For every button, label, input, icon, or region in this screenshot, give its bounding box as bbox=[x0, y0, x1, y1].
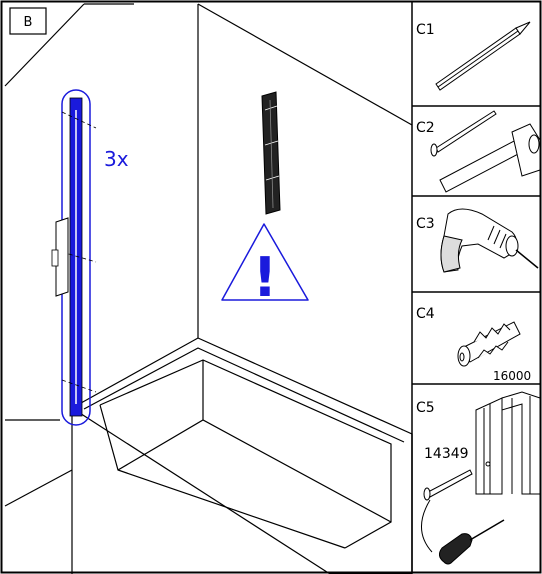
left-wall-top-edge bbox=[4, 3, 85, 87]
panel-label-box bbox=[9, 7, 47, 35]
hammer-icon bbox=[439, 123, 541, 193]
profile-section-front bbox=[475, 397, 503, 495]
tool-label-c4: C4 bbox=[416, 306, 435, 322]
drill-rib-3 bbox=[499, 233, 507, 249]
drill-rib-2 bbox=[493, 229, 501, 245]
guide-dash-2 bbox=[61, 251, 97, 263]
tool-label-c2: C2 bbox=[416, 120, 435, 136]
wall-plug-icon bbox=[457, 321, 521, 367]
wall-plug-ribs-bottom bbox=[477, 341, 509, 359]
profile-icon bbox=[475, 391, 541, 495]
quantity-label: 3x bbox=[104, 147, 129, 171]
warning-symbol: ! bbox=[253, 246, 278, 309]
warning-triangle-icon bbox=[221, 223, 309, 301]
tool-label-c5: C5 bbox=[416, 400, 435, 416]
nail-shaft bbox=[435, 110, 497, 153]
pencil-ridge bbox=[437, 30, 519, 88]
tool-column bbox=[411, 2, 540, 572]
profile-bracket-tab bbox=[51, 249, 59, 267]
seal-strip-line-1 bbox=[264, 105, 278, 111]
panel-label-b: B bbox=[24, 15, 33, 30]
bathtub-inner-far bbox=[99, 359, 392, 549]
tool-label-c1: C1 bbox=[416, 22, 435, 38]
wall-profile-icon bbox=[51, 89, 97, 426]
bathtub-basin-floor bbox=[117, 419, 392, 523]
screwdriver-shaft bbox=[469, 519, 505, 541]
connector-curve bbox=[421, 499, 433, 553]
pencil-icon bbox=[435, 21, 531, 91]
part-number-c5: 14349 bbox=[424, 446, 469, 462]
nail-icon bbox=[430, 110, 497, 157]
wall-plug-body bbox=[461, 321, 521, 363]
hammer-handle bbox=[439, 139, 523, 193]
profile-screw-hole bbox=[485, 461, 491, 467]
tool-label-c3: C3 bbox=[416, 216, 435, 232]
main-panel bbox=[4, 3, 413, 574]
drill-chuck bbox=[505, 235, 519, 257]
drill-grip bbox=[440, 235, 463, 273]
screwdriver-handle bbox=[438, 533, 473, 565]
drill-icon bbox=[440, 208, 539, 273]
seal-strip-edge bbox=[269, 99, 274, 209]
part-number-c4: 16000 bbox=[493, 369, 531, 383]
bathtub-apron-floor bbox=[4, 469, 73, 507]
wall-plug-ribs-top bbox=[473, 323, 511, 343]
guide-dash-1 bbox=[61, 111, 97, 129]
seal-strip-body bbox=[261, 91, 281, 215]
nail-head bbox=[430, 143, 438, 157]
screw-head bbox=[423, 487, 431, 501]
screw-shaft bbox=[427, 469, 473, 498]
guide-dash-3 bbox=[61, 379, 97, 393]
right-wall-top-edge bbox=[197, 3, 413, 126]
wall-plug-hole bbox=[459, 352, 465, 362]
drill-rib-1 bbox=[487, 225, 495, 241]
profile-section-side bbox=[501, 391, 541, 495]
seal-strip-icon bbox=[261, 91, 281, 215]
screwdriver-icon bbox=[438, 519, 505, 565]
drill-bit bbox=[515, 249, 539, 269]
hammer-face bbox=[528, 134, 540, 154]
screw-icon bbox=[423, 469, 473, 501]
profile-bracket bbox=[55, 217, 69, 297]
bathtub-rim-inner bbox=[83, 347, 405, 443]
warning-triangle bbox=[221, 223, 309, 301]
